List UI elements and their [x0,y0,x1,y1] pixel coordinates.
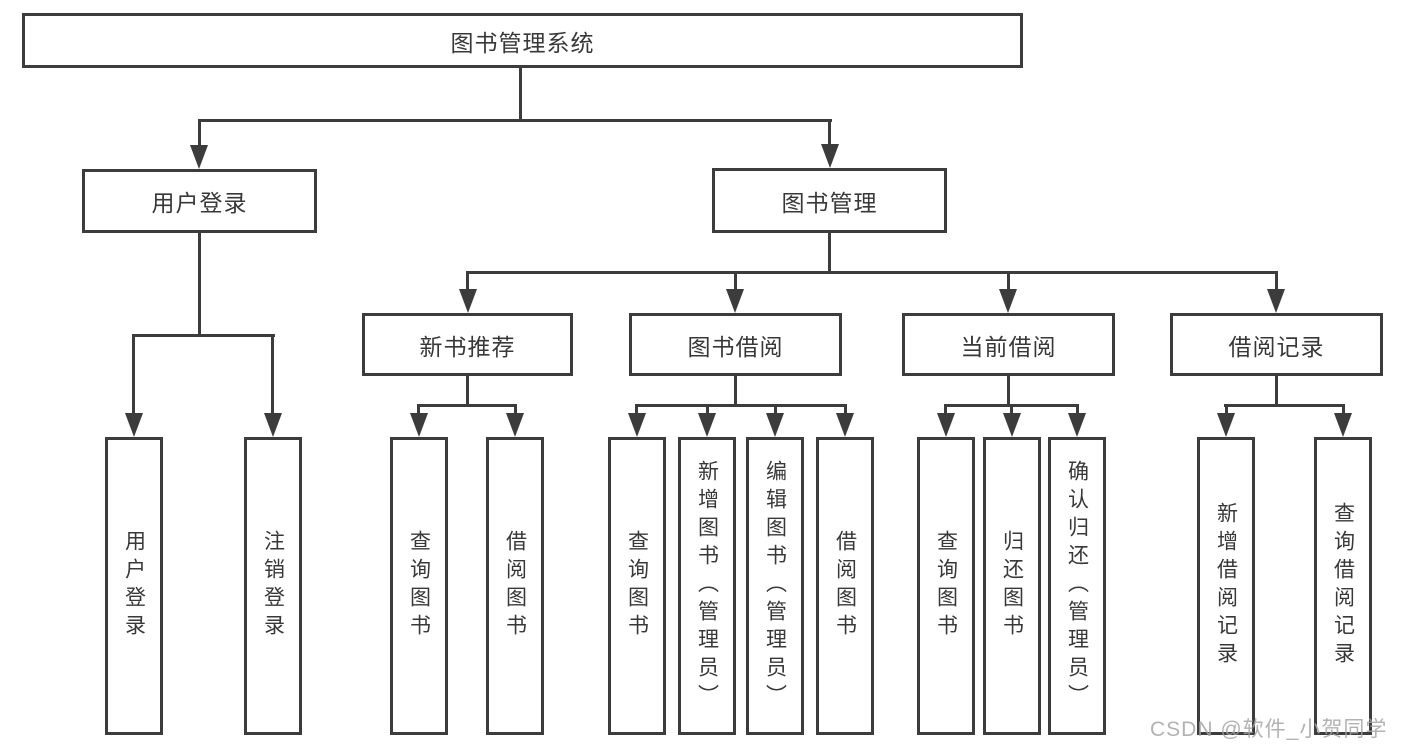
connector-user-login-down [198,233,201,337]
node-user-login-label: 用户登录 [151,190,248,216]
connector-book-mgmt-down [828,233,831,274]
leaf-return-books-label: 归还图书 [1000,530,1024,642]
leaf-query-borrow-record: 查询借阅记录 [1314,437,1372,735]
arrowhead-leaf-edit-books [766,413,784,437]
connector-leaf-stub [1076,404,1079,415]
leaf-add-books-admin: 新增图书（管理员） [678,437,736,735]
leaf-query-books-borrow: 查询图书 [608,437,666,735]
leaf-logout-label: 注销登录 [261,530,285,642]
leaf-query-books-current-label: 查询图书 [934,530,958,642]
node-current-borrow: 当前借阅 [902,313,1115,376]
connector-borrow-records-hline [1224,404,1345,407]
connector-user-login-stub [198,119,201,147]
node-book-borrow: 图书借阅 [629,313,842,376]
connector-leaf-stub [774,404,777,415]
leaf-edit-books-admin-label: 编辑图书（管理员） [763,460,787,712]
connector-leaf-stub [1342,404,1345,415]
leaf-add-borrow-record-label: 新增借阅记录 [1214,502,1238,670]
leaf-query-books-current: 查询图书 [917,437,975,735]
leaf-borrow-books-label: 借阅图书 [833,530,857,642]
leaf-borrow-books-recommend-label: 借阅图书 [503,530,527,642]
arrowhead-current-borrow [999,289,1017,313]
node-book-borrow-label: 图书借阅 [687,333,784,360]
leaf-query-books-recommend: 查询图书 [390,437,448,735]
connector-new-books-hline [417,404,517,407]
arrowhead-user-login [190,145,208,169]
node-current-borrow-label: 当前借阅 [960,333,1057,360]
node-user-login: 用户登录 [82,169,317,233]
leaf-borrow-books: 借阅图书 [816,437,874,735]
leaf-confirm-return-admin: 确认归还（管理员） [1048,437,1106,735]
connector-new-books-stub [466,271,469,291]
connector-leaf-logout-stub [271,334,274,414]
leaf-borrow-books-recommend: 借阅图书 [486,437,544,735]
arrowhead-leaf-return-books [1003,413,1021,437]
connector-leaf-stub [514,404,517,415]
leaf-logout: 注销登录 [244,437,302,735]
connector-leaf-stub [635,404,638,415]
arrowhead-leaf-add-books [698,413,716,437]
connector-leaf-stub [1225,404,1228,415]
arrowhead-leaf-add-record [1217,413,1235,437]
leaf-user-login-label: 用户登录 [122,530,146,642]
connector-new-books-down [466,376,469,407]
node-new-book-recommend-label: 新书推荐 [419,333,516,360]
connector-book-borrow-hline [635,404,847,407]
leaf-query-borrow-record-label: 查询借阅记录 [1331,502,1355,670]
csdn-watermark: CSDN @软件_小贺同学 [1150,718,1388,741]
arrowhead-leaf-query-borrow [628,413,646,437]
arrowhead-leaf-logout [264,413,282,437]
arrowhead-borrow-records [1267,289,1285,313]
connector-current-borrow-stub [1007,271,1010,291]
connector-borrow-records-down [1275,376,1278,407]
connector-level2-hline [198,119,832,122]
arrowhead-leaf-confirm-return [1068,413,1086,437]
arrowhead-leaf-query-record [1334,413,1352,437]
node-root-label: 图书管理系统 [450,29,595,56]
leaf-confirm-return-admin-label: 确认归还（管理员） [1065,460,1089,712]
connector-book-borrow-stub [734,271,737,291]
connector-leaf-stub [944,404,947,415]
arrowhead-leaf-query-current [937,413,955,437]
connector-leaf-stub [1010,404,1013,415]
connector-level3-hline [466,271,1278,274]
node-borrow-records: 借阅记录 [1170,313,1383,376]
connector-leaf-login-stub [132,334,135,414]
connector-borrow-records-stub [1275,271,1278,291]
connector-root-stem [519,68,522,121]
leaf-add-borrow-record: 新增借阅记录 [1197,437,1255,735]
connector-current-borrow-down [1007,376,1010,407]
leaf-return-books: 归还图书 [983,437,1041,735]
connector-leaf-stub [417,404,420,415]
leaf-query-books-borrow-label: 查询图书 [625,530,649,642]
connector-book-mgmt-stub [828,119,831,146]
node-borrow-records-label: 借阅记录 [1228,333,1325,360]
connector-user-login-hline [132,334,275,337]
node-book-management-label: 图书管理 [781,189,878,216]
connector-leaf-stub [844,404,847,415]
leaf-user-login: 用户登录 [105,437,163,735]
leaf-add-books-admin-label: 新增图书（管理员） [695,460,719,712]
arrowhead-book-borrow [726,289,744,313]
node-new-book-recommend: 新书推荐 [362,313,573,376]
arrowhead-new-books [459,289,477,313]
node-book-management: 图书管理 [712,168,947,233]
connector-leaf-stub [706,404,709,415]
leaf-query-books-recommend-label: 查询图书 [407,530,431,642]
arrowhead-leaf-borrow-books [836,413,854,437]
arrowhead-leaf-query-recommend [410,413,428,437]
leaf-edit-books-admin: 编辑图书（管理员） [746,437,804,735]
arrowhead-leaf-borrow-recommend [506,413,524,437]
connector-book-borrow-down [734,376,737,407]
node-root: 图书管理系统 [22,13,1023,68]
arrowhead-book-mgmt [821,144,839,168]
arrowhead-leaf-login [125,413,143,437]
